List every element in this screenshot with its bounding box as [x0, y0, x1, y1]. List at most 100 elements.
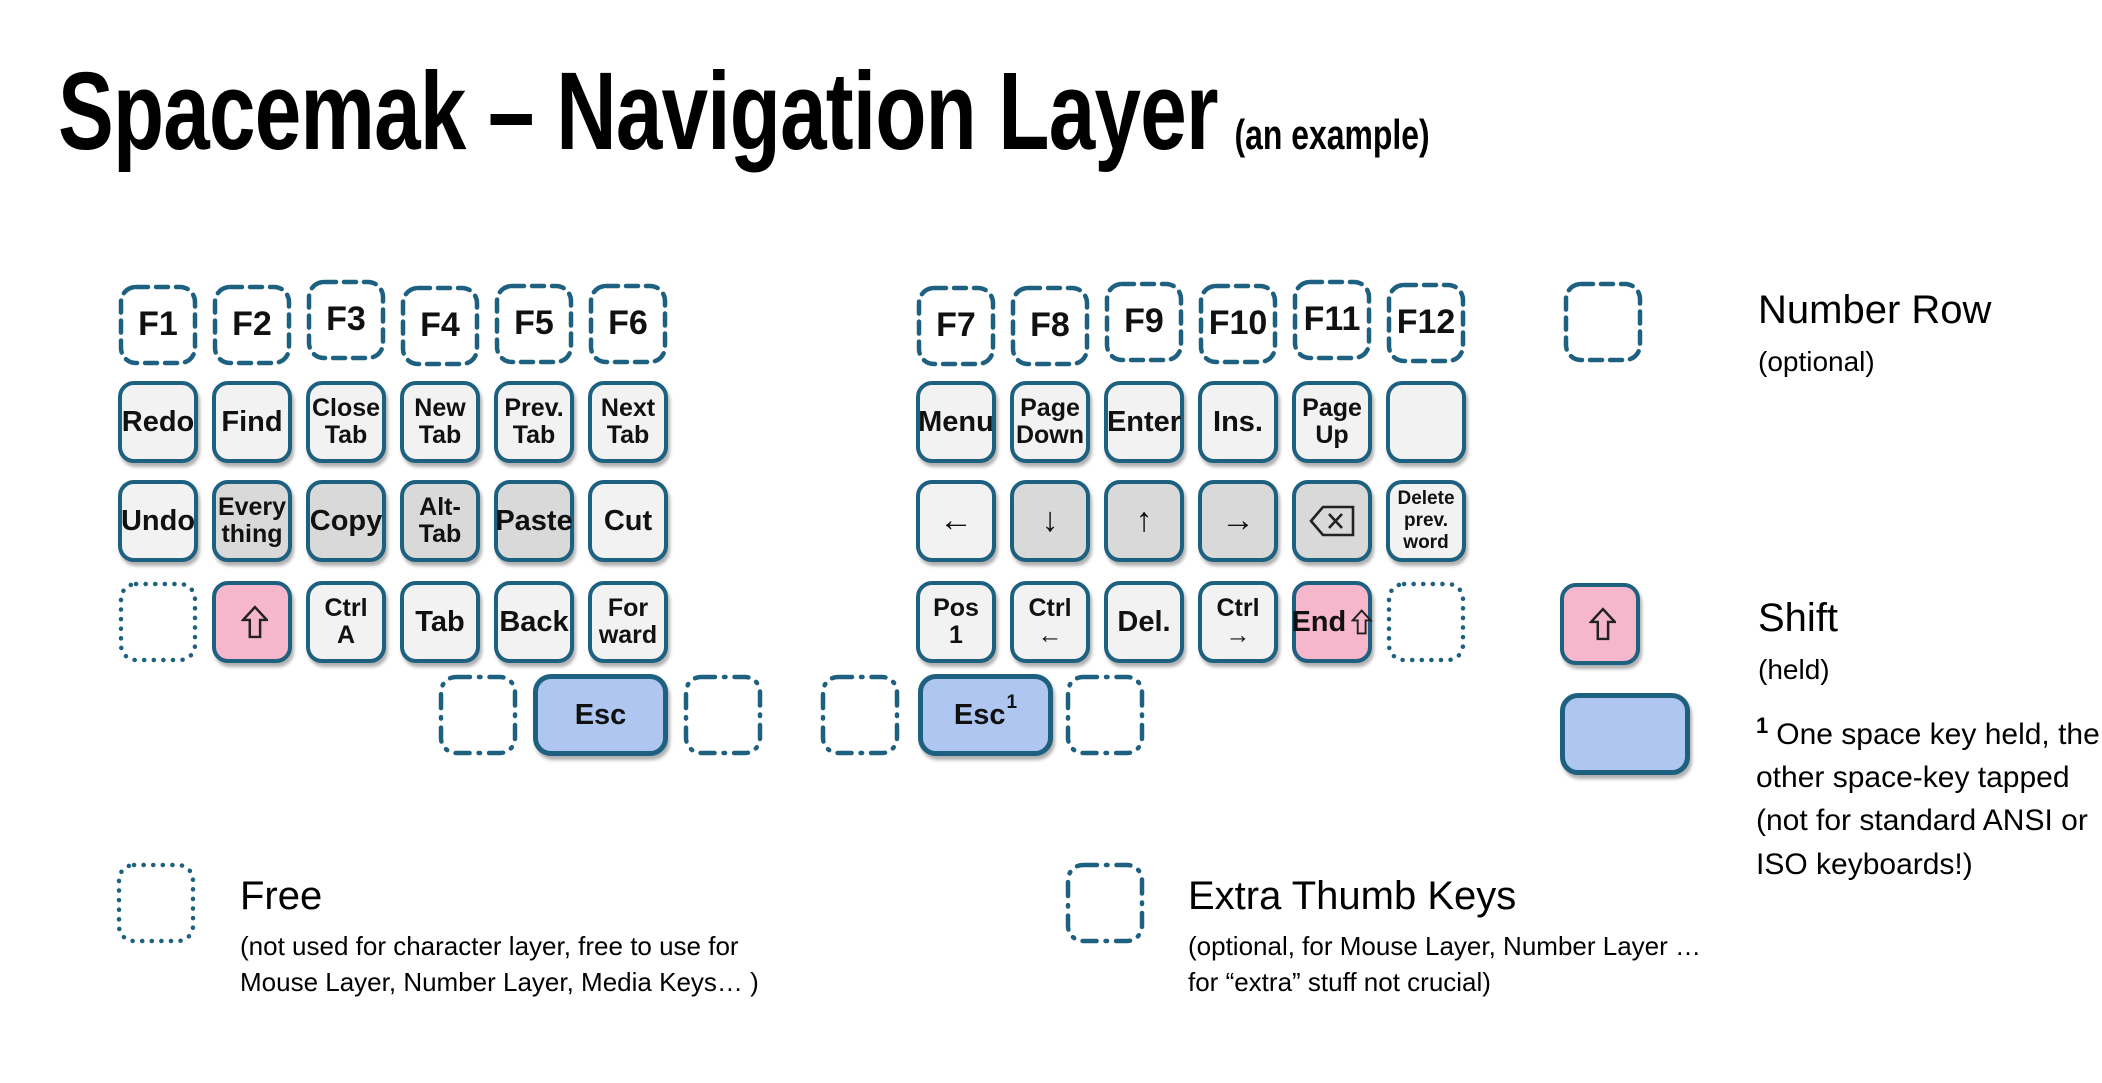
- key-f3: F3: [306, 279, 386, 361]
- key-label: →: [1221, 501, 1255, 540]
- key-label: F1: [138, 305, 178, 344]
- shift-icon: [1351, 609, 1373, 635]
- legend-shift: Shift (held): [1758, 596, 1838, 690]
- key-arrow-down: ↓: [1010, 480, 1090, 562]
- key-alt-tab: Alt- Tab: [400, 480, 480, 562]
- key-label: Delete prev. word: [1397, 488, 1455, 553]
- key-label: F7: [936, 306, 976, 345]
- key-label: Pos 1: [933, 593, 979, 649]
- key-everything: Every thing: [212, 480, 292, 562]
- key-pos-1: Pos 1: [916, 581, 996, 663]
- key-free-right: [1386, 581, 1466, 663]
- key-page-down: Page Down: [1010, 381, 1090, 463]
- key-new-tab: New Tab: [400, 381, 480, 463]
- key-cut: Cut: [588, 480, 668, 562]
- key-arrow-up: ↑: [1104, 480, 1184, 562]
- key-arrow-right: →: [1198, 480, 1278, 562]
- key-esc-space-left: Esc: [533, 674, 668, 756]
- key-menu: Menu: [916, 381, 996, 463]
- key-label: F5: [514, 304, 554, 343]
- key-label: F11: [1303, 300, 1361, 339]
- legend-extra-thumb: Extra Thumb Keys (optional, for Mouse La…: [1188, 874, 1728, 1001]
- key-label: Enter: [1106, 405, 1182, 438]
- key-label: Undo: [120, 504, 196, 537]
- key-delete-prev-word: Delete prev. word: [1386, 480, 1466, 562]
- key-label: Copy: [309, 504, 383, 537]
- key-label: Ctrl A: [324, 593, 368, 649]
- key-legend-number-row: [1563, 281, 1643, 363]
- key-label: Find: [221, 405, 283, 438]
- key-redo: Redo: [118, 381, 198, 463]
- key-label: For ward: [598, 593, 658, 649]
- key-prev-tab: Prev. Tab: [494, 381, 574, 463]
- key-label: ↓: [1041, 501, 1059, 540]
- key-label: New Tab: [414, 393, 466, 449]
- key-label: ←: [939, 501, 973, 540]
- key-legend-shift: [1560, 583, 1640, 665]
- key-shift-left: [212, 581, 292, 663]
- key-f2: F2: [212, 284, 292, 366]
- key-label: Cut: [603, 504, 653, 537]
- key-enter: Enter: [1104, 381, 1184, 463]
- legend-number-row-title: Number Row: [1758, 288, 1992, 332]
- key-label: F4: [420, 306, 460, 345]
- key-label: Every thing: [217, 492, 287, 548]
- key-label: Esc: [574, 698, 627, 731]
- key-label: Alt- Tab: [418, 492, 462, 548]
- key-paste: Paste: [494, 480, 574, 562]
- key-label: Close Tab: [311, 393, 381, 449]
- key-ctrl-a: Ctrl A: [306, 581, 386, 663]
- key-label: F10: [1208, 304, 1268, 343]
- legend-shift-note: (held): [1758, 654, 1830, 685]
- key-f5: F5: [494, 283, 574, 365]
- key-f9: F9: [1104, 281, 1184, 363]
- key-del: Del.: [1104, 581, 1184, 663]
- key-label: F8: [1030, 306, 1070, 345]
- key-label: Page Down: [1015, 393, 1085, 449]
- key-label: Esc: [953, 698, 1006, 731]
- key-f7: F7: [916, 285, 996, 367]
- key-label: F9: [1124, 302, 1164, 341]
- legend-number-row: Number Row (optional): [1758, 288, 1991, 382]
- key-label: F12: [1396, 303, 1456, 342]
- key-f10: F10: [1198, 283, 1278, 365]
- key-arrow-left: ←: [916, 480, 996, 562]
- key-copy: Copy: [306, 480, 386, 562]
- key-legend-extra-thumb: [1065, 862, 1145, 944]
- key-f8: F8: [1010, 285, 1090, 367]
- key-find: Find: [212, 381, 292, 463]
- legend-free: Free (not used for character layer, free…: [240, 874, 808, 1001]
- key-next-tab: Next Tab: [588, 381, 668, 463]
- key-f11: F11: [1292, 279, 1372, 361]
- key-undo: Undo: [118, 480, 198, 562]
- key-label: Paste: [495, 504, 573, 537]
- key-ins: Ins.: [1198, 381, 1278, 463]
- key-label: F3: [326, 300, 366, 339]
- key-label: Ins.: [1213, 405, 1263, 438]
- key-tab: Tab: [400, 581, 480, 663]
- key-label: Next Tab: [600, 393, 656, 449]
- title-main: Spacemak – Navigation Layer: [58, 50, 1218, 173]
- key-label: F2: [232, 305, 272, 344]
- key-backspace: [1292, 480, 1372, 562]
- key-f12: F12: [1386, 282, 1466, 364]
- key-label: Del.: [1117, 605, 1171, 638]
- key-legend-free: [116, 862, 196, 944]
- key-f6: F6: [588, 283, 668, 365]
- key-label: Ctrl ←: [1028, 593, 1072, 649]
- legend-free-title: Free: [240, 874, 323, 918]
- legend-extra-thumb-title: Extra Thumb Keys: [1188, 874, 1517, 918]
- key-ctrl-right: Ctrl →: [1198, 581, 1278, 663]
- key-extra-thumb-right-2: [1065, 674, 1145, 756]
- key-free-left: [118, 581, 198, 663]
- key-label: Prev. Tab: [504, 393, 564, 449]
- key-unassigned: [1386, 381, 1466, 463]
- key-f4: F4: [400, 285, 480, 367]
- legend-extra-thumb-note: (optional, for Mouse Layer, Number Layer…: [1188, 931, 1702, 997]
- key-extra-thumb-left-2: [683, 674, 763, 756]
- key-label: Menu: [918, 405, 994, 438]
- key-back: Back: [494, 581, 574, 663]
- key-label-superscript: 1: [1006, 692, 1018, 714]
- key-ctrl-left: Ctrl ←: [1010, 581, 1090, 663]
